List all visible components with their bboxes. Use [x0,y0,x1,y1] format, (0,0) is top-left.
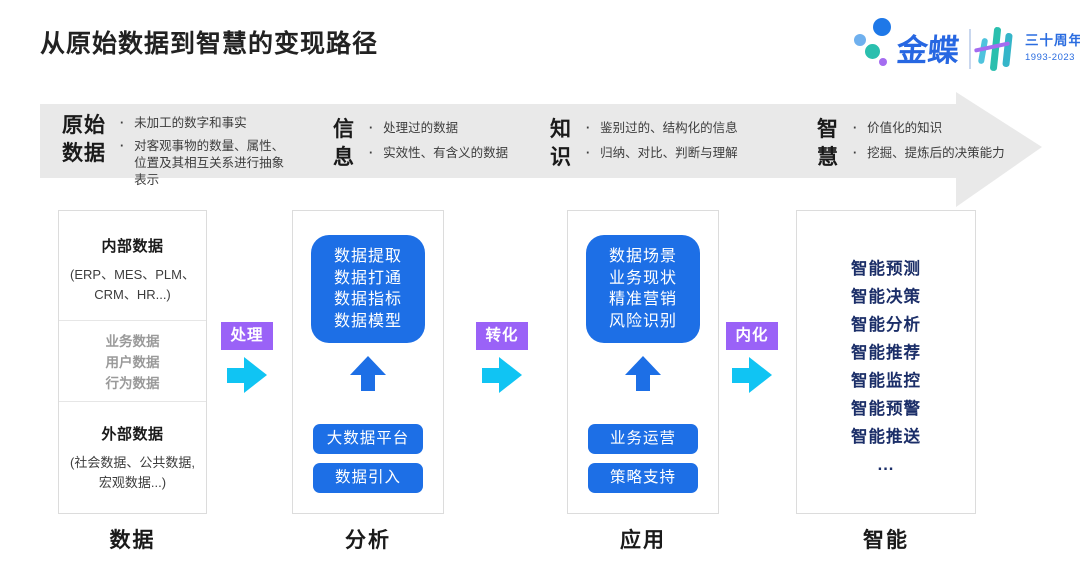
big-data-platform-tag: 大数据平台 [313,424,423,454]
bullet-text: 鉴别过的、结构化的信息 [600,121,738,135]
list-item: 智能推荐 [851,344,921,362]
stage-title: 智 慧 [817,118,839,169]
bullet-dot: · [853,121,858,135]
right-arrow-icon [219,357,275,393]
middle-data-section: 业务数据 用户数据 行为数据 [59,320,206,402]
list-item: 智能分析 [851,316,921,334]
data-type-item: 业务数据 [105,334,160,349]
bullet-text: 归纳、对比、判断与理解 [600,146,738,160]
bullet-text: 挖掘、提炼后的决策能力 [867,146,1005,160]
bullet-item: · 价值化的知识 [853,119,1005,137]
list-item-ellipsis: ... [877,456,895,474]
up-arrow-icon [625,356,661,391]
column-label-data: 数据 [109,529,156,552]
external-data-section: 外部数据 (社会数据、公共数据, 宏观数据...) [59,402,206,493]
list-item: 智能决策 [851,288,921,306]
bullet-dot: · [369,146,374,160]
stage-title: 信 息 [333,118,355,169]
bullet-text: 实效性、有含义的数据 [383,146,509,160]
flow-step-internalize: 内化 [724,322,780,393]
stage-title: 原始 数据 [62,114,106,165]
logo-dot-teal [865,44,880,59]
list-item: 智能监控 [851,372,921,390]
flow-step-process: 处理 [219,322,275,393]
anniversary-block: 三十周年 1993-2023 [1025,29,1080,63]
flow-step-transform: 转化 [474,322,530,393]
bullet-dot: · [120,116,125,130]
internal-data-detail: (ERP、MES、PLM、CRM、HR...) [70,267,195,302]
bullet-item: · 未加工的数字和事实 [120,115,296,132]
bullet-item: · 处理过的数据 [369,119,508,137]
data-type-item: 用户数据 [105,355,160,370]
intelligence-list: 智能预测 智能决策 智能分析 智能推荐 智能监控 智能预警 智能推送 ... [797,211,975,479]
bullet-item: · 鉴别过的、结构化的信息 [586,119,738,137]
column-application-box: 数据场景 业务现状 精准营销 风险识别 业务运营 策略支持 [567,210,719,514]
bullet-text: 未加工的数字和事实 [134,116,247,130]
stage-title: 知 识 [550,118,572,169]
bullet-item: · 归纳、对比、判断与理解 [586,144,738,162]
anniversary-years: 1993-2023 [1025,52,1075,63]
banner-stage-raw-data: 原始 数据 · 未加工的数字和事实 · 对客观事物的数量、属性、位置及其相互关系… [62,112,296,195]
application-main-box: 数据场景 业务现状 精准营销 风险识别 [586,235,700,343]
list-item: 智能推送 [851,428,921,446]
right-arrow-icon [724,357,780,393]
analysis-main-box: 数据提取 数据打通 数据指标 数据模型 [311,235,425,343]
brand-name: 金蝶 [895,33,961,68]
business-operation-tag: 业务运营 [588,424,698,454]
list-item: 智能预警 [851,400,921,418]
logo-dot-blue [873,18,891,36]
bullet-item: · 对客观事物的数量、属性、位置及其相互关系进行抽象表示 [120,138,296,189]
bullet-dot: · [586,146,591,160]
logo-dot-purple [879,58,887,66]
bullet-text: 价值化的知识 [867,121,943,135]
bullet-dot: · [853,146,858,160]
bullet-dot: · [586,121,591,135]
flow-label: 内化 [726,322,778,350]
stage-bullets: · 处理过的数据 · 实效性、有含义的数据 [369,116,508,172]
column-data-box: 内部数据 (ERP、MES、PLM、CRM、HR...) 业务数据 用户数据 行… [58,210,207,514]
external-data-detail: (社会数据、公共数据, 宏观数据...) [70,455,195,490]
column-label-intelligence: 智能 [863,529,909,552]
list-item: 智能预测 [851,260,921,278]
up-arrow-icon [350,356,386,391]
banner-stage-wisdom: 智 慧 · 价值化的知识 · 挖掘、提炼后的决策能力 [817,116,1005,172]
bullet-dot: · [120,139,125,153]
internal-data-heading: 内部数据 [101,238,164,255]
logo-dot-lightblue [854,34,866,46]
column-label-application: 应用 [620,529,666,552]
stage-bullets: · 未加工的数字和事实 · 对客观事物的数量、属性、位置及其相互关系进行抽象表示 [120,112,296,195]
column-analysis-box: 数据提取 数据打通 数据指标 数据模型 大数据平台 数据引入 [292,210,444,514]
anniversary-title: 三十周年 [1025,33,1080,48]
flow-label: 处理 [221,322,273,350]
banner-stage-information: 信 息 · 处理过的数据 · 实效性、有含义的数据 [333,116,508,172]
banner-stage-knowledge: 知 识 · 鉴别过的、结构化的信息 · 归纳、对比、判断与理解 [550,116,738,172]
bullet-text: 处理过的数据 [383,121,459,135]
banner-arrow-band [40,104,956,178]
bullet-dot: · [369,121,374,135]
page-title: 从原始数据到智慧的变现路径 [40,30,379,58]
logo-divider [969,29,971,69]
right-arrow-icon [474,357,530,393]
column-label-analysis: 分析 [345,529,391,552]
strategy-support-tag: 策略支持 [588,463,698,493]
data-type-item: 行为数据 [105,376,160,391]
banner-arrow-head-icon [956,92,1042,207]
column-intelligence-box: 智能预测 智能决策 智能分析 智能推荐 智能监控 智能预警 智能推送 ... [796,210,976,514]
thirty-mark-icon [973,24,1015,76]
stage-bullets: · 价值化的知识 · 挖掘、提炼后的决策能力 [853,116,1005,172]
bullet-text: 对客观事物的数量、属性、位置及其相互关系进行抽象表示 [134,139,285,187]
data-import-tag: 数据引入 [313,463,423,493]
kingdee-logo: 金蝶 三十周年 1993-2023 [845,12,1080,82]
flow-label: 转化 [476,322,528,350]
stage-bullets: · 鉴别过的、结构化的信息 · 归纳、对比、判断与理解 [586,116,738,172]
bullet-item: · 实效性、有含义的数据 [369,144,508,162]
internal-data-section: 内部数据 (ERP、MES、PLM、CRM、HR...) [59,211,206,320]
bullet-item: · 挖掘、提炼后的决策能力 [853,144,1005,162]
external-data-heading: 外部数据 [101,426,164,443]
